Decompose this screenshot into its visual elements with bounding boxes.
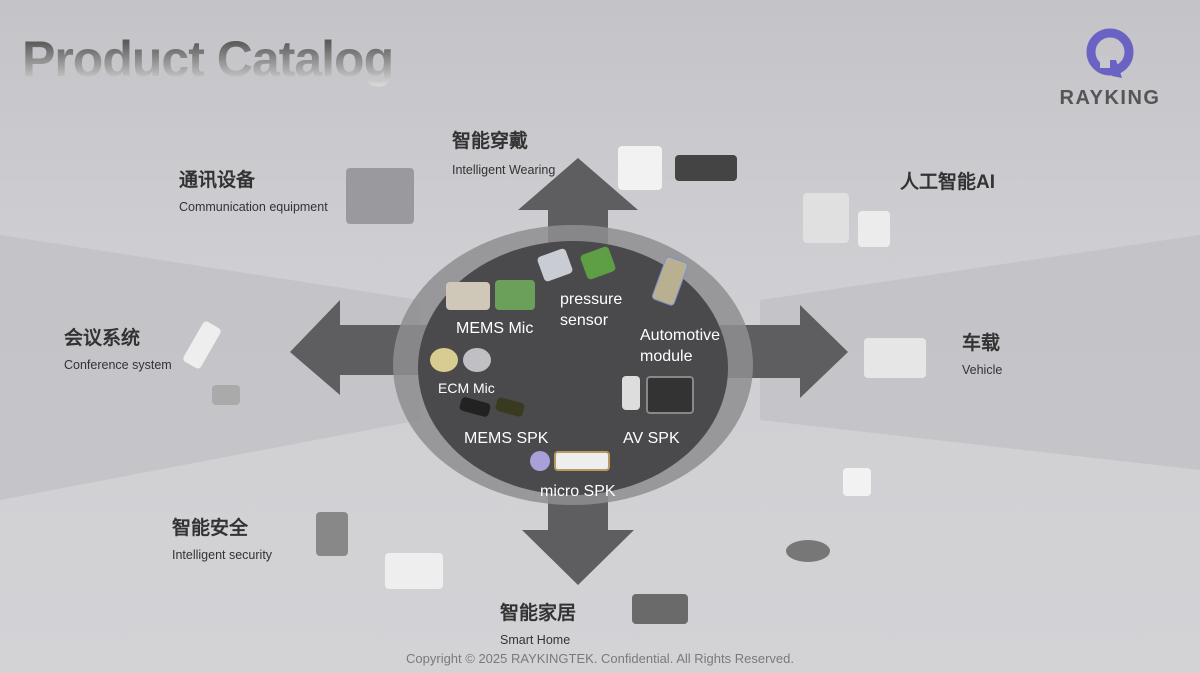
category-conference: 会议系统 Conference system (64, 323, 172, 372)
ecm-mic-image-2 (463, 348, 491, 372)
category-zh: 通讯设备 (179, 170, 256, 191)
product-pressure-sensor: pressure sensor (560, 291, 623, 329)
category-zh: 人工智能AI (900, 172, 996, 193)
micro-spk-image-2 (554, 451, 610, 471)
hearing-aid-image (843, 468, 871, 496)
logo-text: RAYKING (1059, 87, 1161, 109)
category-en: Intelligent security (172, 548, 273, 562)
category-en: Smart Home (500, 633, 571, 647)
robot-image (803, 193, 849, 243)
category-communication: 通讯设备 Communication equipment (179, 165, 328, 214)
category-ai: 人工智能AI (900, 167, 995, 194)
copyright-footer: Copyright © 2025 RAYKINGTEK. Confidentia… (406, 651, 794, 666)
earbuds-image (618, 146, 662, 190)
category-zh: 车载 (962, 333, 1001, 354)
car-image (864, 338, 926, 378)
category-en: Intelligent Wearing (452, 163, 556, 177)
category-zh: 智能穿戴 (452, 131, 529, 152)
av-spk-image (622, 376, 640, 410)
page-title: Product Catalog (22, 31, 394, 87)
category-en: Vehicle (962, 363, 1003, 377)
security-camera-image (385, 553, 443, 589)
conference-device-image (212, 385, 240, 405)
mems-mic-board-image (495, 280, 535, 310)
category-zh: 智能安全 (172, 518, 249, 539)
rayking-logo: RAYKING (1040, 26, 1180, 110)
av-spk-image-2 (646, 376, 694, 414)
category-security: 智能安全 Intelligent security (172, 513, 272, 562)
category-zh: 会议系统 (64, 328, 141, 349)
category-en: Communication equipment (179, 200, 328, 214)
product-automotive-module: Automotive module (640, 327, 721, 365)
category-wearing: 智能穿戴 Intelligent Wearing (452, 126, 555, 177)
product-av-spk: AV SPK (623, 430, 680, 447)
product-micro-spk: micro SPK (540, 483, 616, 500)
category-en: Conference system (64, 358, 172, 372)
product-ecm-mic: ECM Mic (438, 380, 495, 396)
laptop-phone-image (346, 168, 414, 224)
logo-r-icon (1086, 28, 1134, 78)
product-mems-mic: MEMS Mic (456, 320, 534, 337)
smart-home-image (632, 594, 688, 624)
category-home: 智能家居 Smart Home (500, 598, 576, 647)
category-zh: 智能家居 (500, 603, 577, 624)
product-mems-spk: MEMS SPK (464, 430, 549, 447)
smart-glasses-image (675, 155, 737, 181)
mouse-image (786, 540, 830, 562)
ecm-mic-image (430, 348, 458, 372)
micro-spk-image (530, 451, 550, 471)
category-vehicle: 车载 Vehicle (962, 328, 1002, 377)
smart-lock-image (316, 512, 348, 556)
mems-mic-image (446, 282, 490, 310)
smart-speaker-image (858, 211, 890, 247)
